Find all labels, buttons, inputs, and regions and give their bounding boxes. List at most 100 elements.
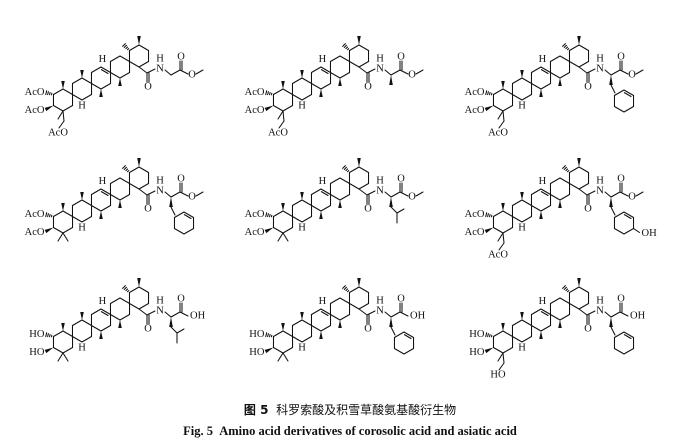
carboxyl-oxygen: O	[617, 293, 625, 304]
caption-cn-text: 科罗索酸及积雪草酸氨基酸衍生物	[276, 403, 457, 417]
c4-methyl-bond	[277, 352, 284, 362]
hash-bond	[127, 290, 130, 293]
ring-bond	[62, 210, 74, 218]
ring-bond	[502, 346, 514, 354]
wedge-bond	[484, 347, 494, 354]
hash-bond	[485, 332, 488, 338]
carboxyl-bond	[170, 191, 181, 198]
wedge-bond	[520, 70, 524, 78]
wedge-bond	[357, 36, 361, 45]
amino-bond	[604, 191, 612, 198]
ring-bond	[291, 335, 303, 343]
hydrogen-label: H	[298, 342, 306, 353]
hash-bond	[565, 168, 569, 172]
ring-bond	[623, 105, 635, 113]
hash-bond	[562, 165, 566, 169]
ring-bond	[329, 297, 341, 305]
wedge-bond	[264, 347, 274, 354]
c4-methyl-bond	[57, 352, 64, 362]
wedge-bond	[281, 323, 285, 331]
ring-bond	[613, 227, 625, 235]
ring-bond	[329, 313, 341, 321]
wedge-bond	[577, 278, 581, 287]
double-bond	[540, 69, 549, 75]
wedge-bond	[389, 197, 393, 207]
wedge-bond	[338, 200, 342, 208]
hash-bond	[265, 332, 268, 338]
amide-bond	[358, 66, 368, 74]
wedge-bond	[319, 211, 323, 219]
amino-bond	[384, 69, 392, 76]
carboxyl-bond	[390, 311, 401, 318]
ring-bond	[119, 55, 131, 63]
c23-substituent: AcO	[488, 249, 508, 260]
amide-bond	[146, 190, 156, 196]
side-chain-bond	[390, 326, 396, 336]
ring-bond	[119, 297, 131, 305]
hash-bond	[345, 168, 349, 172]
amide-hydrogen: H	[376, 295, 384, 306]
hash-bond	[487, 91, 489, 96]
amide-nitrogen: N	[596, 63, 604, 74]
double-bond	[403, 334, 412, 340]
amide-hydrogen: H	[156, 295, 164, 306]
ring-bond	[282, 88, 294, 96]
hash-bond	[347, 170, 350, 173]
c4-methyl-bond	[497, 110, 504, 120]
carboxyl-bond	[619, 69, 629, 75]
hydrogen-label: H	[518, 100, 526, 111]
wedge-bond	[558, 320, 562, 328]
ring-bond	[81, 199, 93, 207]
carbonyl-oxygen: O	[584, 81, 592, 92]
ring-bond	[358, 182, 370, 190]
hash-bond	[347, 48, 350, 51]
amide-bond	[358, 308, 368, 316]
c23-substituent: AcO	[48, 127, 68, 138]
ring-bond	[549, 55, 561, 63]
amino-bond	[384, 191, 392, 198]
hydrogen-label: H	[319, 54, 327, 65]
phenol-oh: OH	[642, 228, 658, 239]
ring-bond	[339, 71, 351, 79]
ring-bond	[128, 302, 140, 310]
ring-bond	[81, 335, 93, 343]
wedge-bond	[357, 278, 361, 287]
ring-bond	[559, 55, 571, 63]
double-bond	[183, 214, 192, 220]
ring-bond	[62, 104, 74, 112]
ring-bond	[578, 302, 590, 310]
hydrogen-label: H	[539, 296, 547, 307]
c23-substituent: AcO	[488, 127, 508, 138]
caption-en-text: Amino acid derivatives of corosolic acid…	[219, 424, 517, 438]
amino-bond	[384, 311, 392, 318]
ring-bond	[71, 93, 83, 101]
carboxyl-oh: OH	[630, 310, 646, 321]
carboxyl-bond	[610, 69, 621, 76]
ring-bond	[183, 211, 195, 219]
ring-bond	[540, 66, 552, 74]
ring-bond	[492, 210, 504, 218]
hydrogen-label: H	[539, 176, 547, 187]
ring-bond	[623, 89, 635, 97]
carboxyl-oxygen: O	[617, 173, 625, 184]
ring-bond	[578, 166, 590, 174]
c2-substituent: HO	[469, 329, 485, 340]
caption-en-label: Fig. 5	[183, 424, 213, 438]
ring-bond	[348, 60, 360, 68]
wedge-bond	[264, 105, 274, 112]
ring-bond	[623, 331, 635, 339]
methyl-bond	[195, 69, 204, 75]
ring-bond	[613, 105, 625, 113]
hydrogen-label: H	[99, 54, 107, 65]
wedge-bond	[281, 81, 285, 89]
wedge-bond	[118, 320, 122, 328]
ring-bond	[272, 88, 284, 96]
ring-bond	[358, 166, 370, 174]
ester-oxygen: O	[628, 69, 636, 80]
ring-bond	[90, 188, 102, 196]
wedge-bond	[520, 192, 524, 200]
wedge-bond	[539, 89, 543, 97]
wedge-bond	[484, 227, 494, 234]
